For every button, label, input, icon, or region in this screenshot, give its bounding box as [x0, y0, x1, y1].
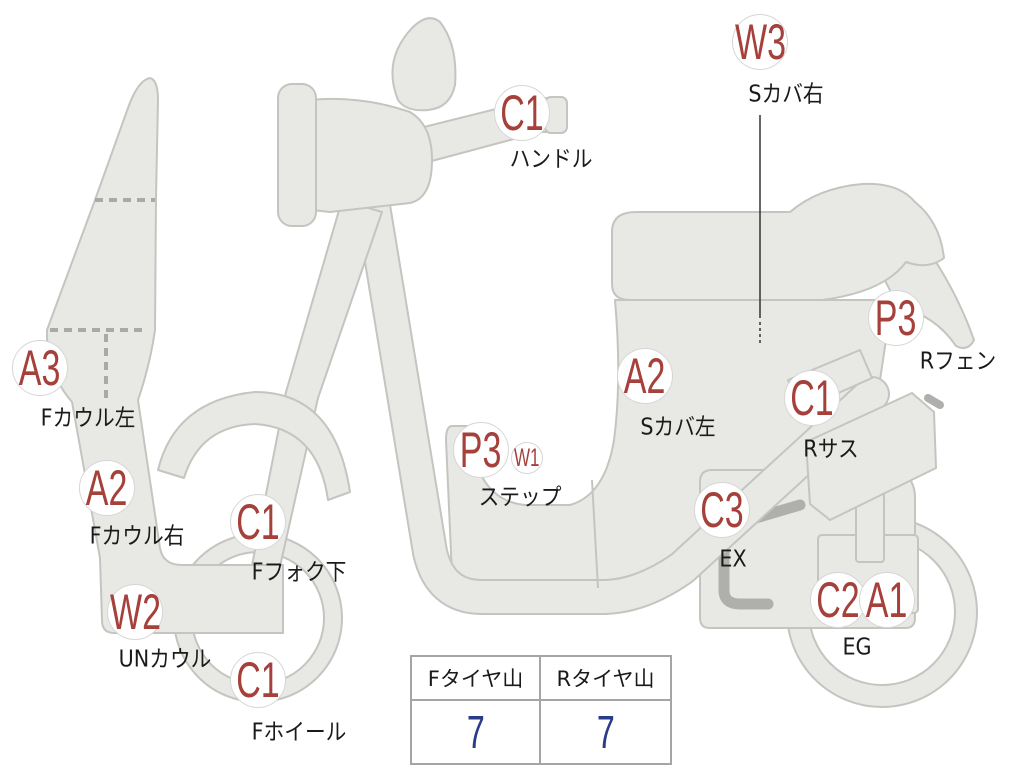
- grade-badge: A2: [79, 460, 135, 516]
- grade-text: P3: [460, 422, 502, 478]
- part-label: Sカバ左: [640, 414, 716, 441]
- grade-text: W1: [514, 443, 540, 472]
- grade-text: W3: [734, 14, 786, 70]
- grade-badge: A3: [12, 340, 68, 396]
- part-label: Rフェン: [919, 348, 997, 375]
- grade-text: C1: [236, 494, 280, 550]
- grade-text: C3: [700, 482, 744, 538]
- part-label: Fホイール: [251, 719, 347, 746]
- grade-badge-small: W1: [511, 442, 543, 474]
- windscreen: [391, 17, 457, 112]
- headlight: [277, 83, 317, 227]
- part-label: Fカウル右: [89, 523, 185, 550]
- part-label: Sカバ右: [748, 81, 824, 108]
- grade-badge: C1: [784, 370, 840, 426]
- part-label: EG: [842, 634, 872, 661]
- step-edge-line: [591, 479, 599, 589]
- part-label: Fカウル左: [40, 405, 136, 432]
- grade-badge: C3: [694, 482, 750, 538]
- part-label: ハンドル: [509, 146, 593, 173]
- grade-text: P3: [875, 290, 917, 346]
- front-tire-value: 7: [466, 706, 485, 758]
- rear-tire-header: Rタイヤ山: [541, 657, 670, 701]
- grade-text: A3: [19, 340, 61, 396]
- grade-text: C1: [500, 85, 544, 141]
- rear-tire-value-cell: 7: [541, 701, 670, 763]
- part-label: EX: [719, 546, 747, 573]
- grade-text: C2: [816, 572, 860, 628]
- front-wheel: [173, 533, 343, 703]
- grade-badge: P3: [453, 422, 509, 478]
- front-tire-value-cell: 7: [412, 701, 541, 763]
- grade-text: A2: [624, 348, 666, 404]
- muffler-pipe: [924, 394, 944, 409]
- grade-text: C1: [236, 652, 280, 708]
- grade-badge: A1: [859, 572, 915, 628]
- tire-tread-table: Fタイヤ山 Rタイヤ山 7 7: [410, 655, 672, 765]
- grade-badge: C2: [810, 572, 866, 628]
- grade-badge: A2: [617, 348, 673, 404]
- main-frame: [354, 182, 890, 615]
- handle-cover: [309, 97, 433, 213]
- part-label: Rサス: [803, 436, 859, 463]
- grade-text: W2: [109, 584, 161, 640]
- part-label: ステップ: [478, 484, 562, 511]
- grade-badge: C1: [230, 652, 286, 708]
- part-label: Fフォク下: [251, 559, 347, 586]
- grade-badge: P3: [868, 290, 924, 346]
- front-fender: [157, 391, 351, 501]
- grade-text: A2: [86, 460, 128, 516]
- grade-badge: W2: [107, 584, 163, 640]
- seat: [611, 182, 945, 301]
- front-tire-header: Fタイヤ山: [412, 657, 541, 701]
- grade-badge: C1: [494, 85, 550, 141]
- rear-fender: [871, 254, 975, 349]
- part-label: UNカウル: [118, 646, 212, 673]
- grade-text: A1: [866, 572, 908, 628]
- grade-badge: C1: [230, 494, 286, 550]
- grade-text: C1: [790, 370, 834, 426]
- muffler: [805, 392, 937, 521]
- frame-body: [356, 184, 888, 613]
- grade-badge: W3: [732, 14, 788, 70]
- rear-tire-value: 7: [596, 706, 615, 758]
